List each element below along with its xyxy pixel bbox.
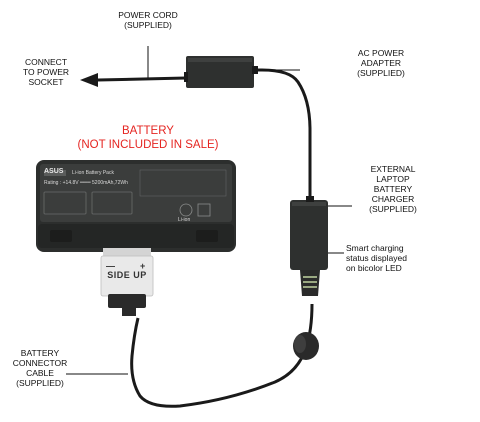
label-ext-line2: LAPTOP [376, 174, 410, 184]
label-ac-adapter: AC POWER ADAPTER (SUPPLIED) [340, 48, 422, 78]
label-connect-line2: TO POWER [22, 67, 70, 77]
connector-side-up-text: SIDE UP [107, 270, 147, 280]
connector-plus-sign: + [140, 261, 146, 271]
label-battery-line2: (NOT INCLUDED IN SALE) [77, 139, 219, 151]
connector-minus-sign: — [106, 261, 115, 271]
label-power-cord-line1: POWER CORD [118, 10, 178, 20]
battery-connector [100, 248, 154, 316]
label-ext-line5: (SUPPLIED) [369, 204, 417, 214]
power-socket-arrow [80, 73, 98, 87]
label-cable-line3: CABLE [26, 368, 54, 378]
label-cable-line1: BATTERY [20, 348, 60, 358]
label-power-cord: POWER CORD (SUPPLIED) [112, 10, 184, 30]
battery-brand: ASUS [44, 168, 64, 175]
label-battery: BATTERY (NOT INCLUDED IN SALE) [38, 124, 258, 152]
label-ext-line4: CHARGER [371, 194, 415, 204]
label-ac-line2: ADAPTER [360, 58, 402, 68]
label-power-cord-line2: (SUPPLIED) [124, 20, 172, 30]
label-connector-cable: BATTERY CONNECTOR CABLE (SUPPLIED) [4, 348, 76, 388]
battery-li-ion: Li-ion [178, 217, 191, 223]
label-cable-line2: CONNECTOR [12, 358, 68, 368]
label-ext-line1: EXTERNAL [370, 164, 416, 174]
label-connect-line3: SOCKET [28, 77, 64, 87]
label-external-charger: EXTERNAL LAPTOP BATTERY CHARGER (SUPPLIE… [353, 164, 433, 214]
laptop-battery [36, 160, 236, 252]
label-ac-line3: (SUPPLIED) [357, 68, 405, 78]
battery-rating: Rating : +14.8V ═══ 5200mAh,72Wh [44, 180, 128, 186]
label-smart-line3: on bicolor LED [346, 263, 402, 273]
label-battery-line1: BATTERY [122, 125, 174, 137]
label-connect-socket: CONNECT TO POWER SOCKET [16, 57, 76, 87]
label-smart-charging: Smart charging status displayed on bicol… [346, 243, 436, 273]
ferrite-core [293, 332, 319, 360]
label-smart-line2: status displayed [346, 253, 407, 263]
external-charger-device [290, 196, 328, 296]
label-connect-line1: CONNECT [24, 57, 68, 67]
label-smart-line1: Smart charging [346, 243, 404, 253]
ac-power-adapter [184, 56, 258, 88]
charger-to-connector-cable [130, 303, 314, 408]
battery-model: Li-ion Battery Pack [72, 170, 114, 176]
label-ac-line1: AC POWER [357, 48, 405, 58]
adapter-to-charger-cable [250, 68, 312, 202]
label-cable-line4: (SUPPLIED) [16, 378, 64, 388]
label-ext-line3: BATTERY [373, 184, 413, 194]
power-cord-cable [97, 76, 187, 82]
